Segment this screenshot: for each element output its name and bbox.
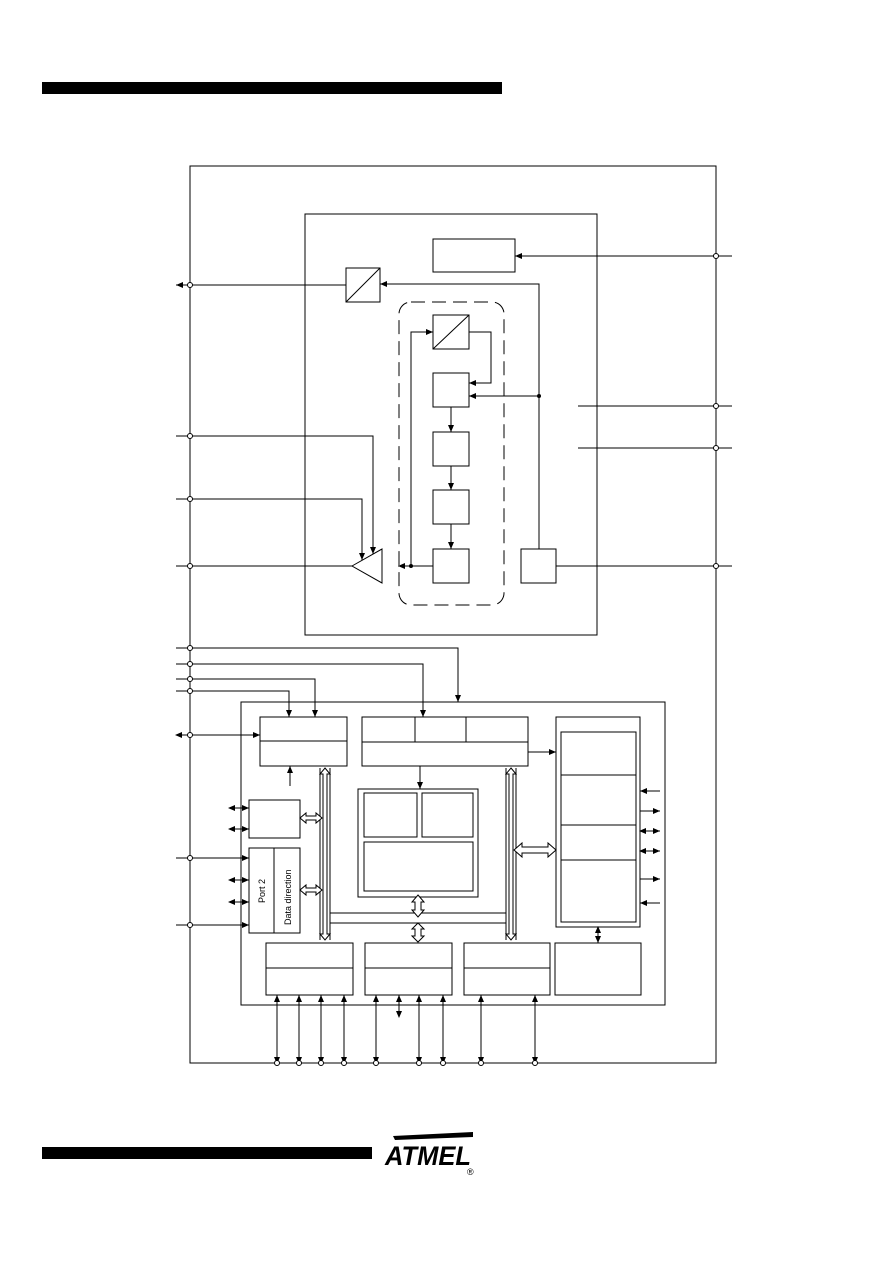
memory-outer	[555, 716, 641, 928]
footer-rule	[42, 1147, 372, 1159]
chain-block-2	[432, 431, 470, 467]
port2-label: Port 2	[257, 879, 267, 903]
logo-wordmark: ATMEL	[384, 1141, 471, 1171]
pin-terminals	[187, 253, 719, 1066]
bus-arrow-memory	[513, 841, 557, 859]
core-sub-2	[421, 792, 474, 838]
header-rule	[42, 82, 502, 94]
core-sub-1	[363, 792, 418, 838]
core-outer	[357, 788, 479, 898]
bus-arrow-port2	[299, 883, 323, 897]
logo-registered-mark: ®	[467, 1167, 474, 1176]
memory-inner	[560, 731, 637, 923]
chip-outline	[189, 165, 717, 1064]
bus-arrow-left-vertical	[318, 767, 332, 941]
port2-data-direction-label: Data direction	[283, 869, 293, 925]
amplifier-symbol	[350, 548, 383, 584]
atmel-logo: ATMEL ®	[384, 1132, 474, 1176]
peripheral-block-2	[364, 942, 453, 996]
chain-block-4	[432, 548, 470, 584]
peripheral-block-1	[265, 942, 354, 996]
peripheral-block-4	[554, 942, 642, 996]
core-sub-3	[363, 841, 474, 892]
port1-block	[248, 799, 301, 839]
analog-section	[304, 213, 598, 636]
side-block	[520, 548, 557, 584]
top-right-block	[432, 238, 516, 273]
digital-section	[240, 701, 666, 1006]
bus-arrow-port1	[299, 811, 323, 825]
bus-arrow-bottom	[410, 922, 426, 943]
bus-arrow-core	[410, 894, 426, 918]
peripheral-block-3	[463, 942, 551, 996]
bus-arrow-right-vertical	[504, 767, 518, 941]
chain-block-3	[432, 489, 470, 525]
chain-block-1	[432, 372, 470, 408]
dashed-chain-boundary	[398, 301, 505, 606]
